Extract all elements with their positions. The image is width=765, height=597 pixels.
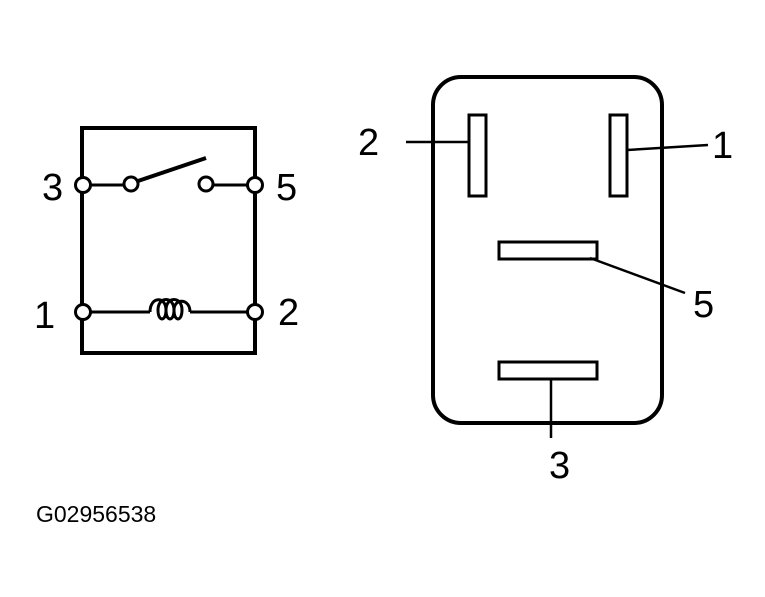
pin-1-blade [608, 113, 629, 198]
schematic-label-3: 3 [42, 167, 63, 209]
coil-icon [148, 298, 192, 321]
connector-label-3: 3 [549, 445, 570, 487]
schematic-box [80, 126, 257, 355]
pin-5-blade [497, 240, 599, 261]
schematic-label-2: 2 [278, 292, 299, 334]
connector-label-2: 2 [358, 122, 379, 164]
connector-label-1: 1 [712, 125, 733, 167]
leader-pin-1 [626, 143, 709, 152]
terminal-5-dot [246, 176, 264, 194]
terminal-2-dot [246, 303, 264, 321]
connector-label-5: 5 [693, 284, 714, 326]
relay-connector [406, 75, 709, 438]
terminal-1-dot [74, 303, 92, 321]
figure-code: G02956538 [36, 501, 156, 527]
leader-pin-5 [589, 256, 686, 295]
pin-3-blade [497, 360, 599, 381]
switch-blade [137, 156, 207, 183]
pin-2-blade [467, 113, 488, 198]
schematic-label-5: 5 [276, 167, 297, 209]
switch-contact-left [122, 175, 140, 193]
relay-schematic [74, 126, 264, 355]
terminal-3-dot [74, 176, 92, 194]
connector-housing [431, 75, 664, 425]
schematic-label-1: 1 [34, 295, 55, 337]
switch-contact-right [197, 175, 215, 193]
